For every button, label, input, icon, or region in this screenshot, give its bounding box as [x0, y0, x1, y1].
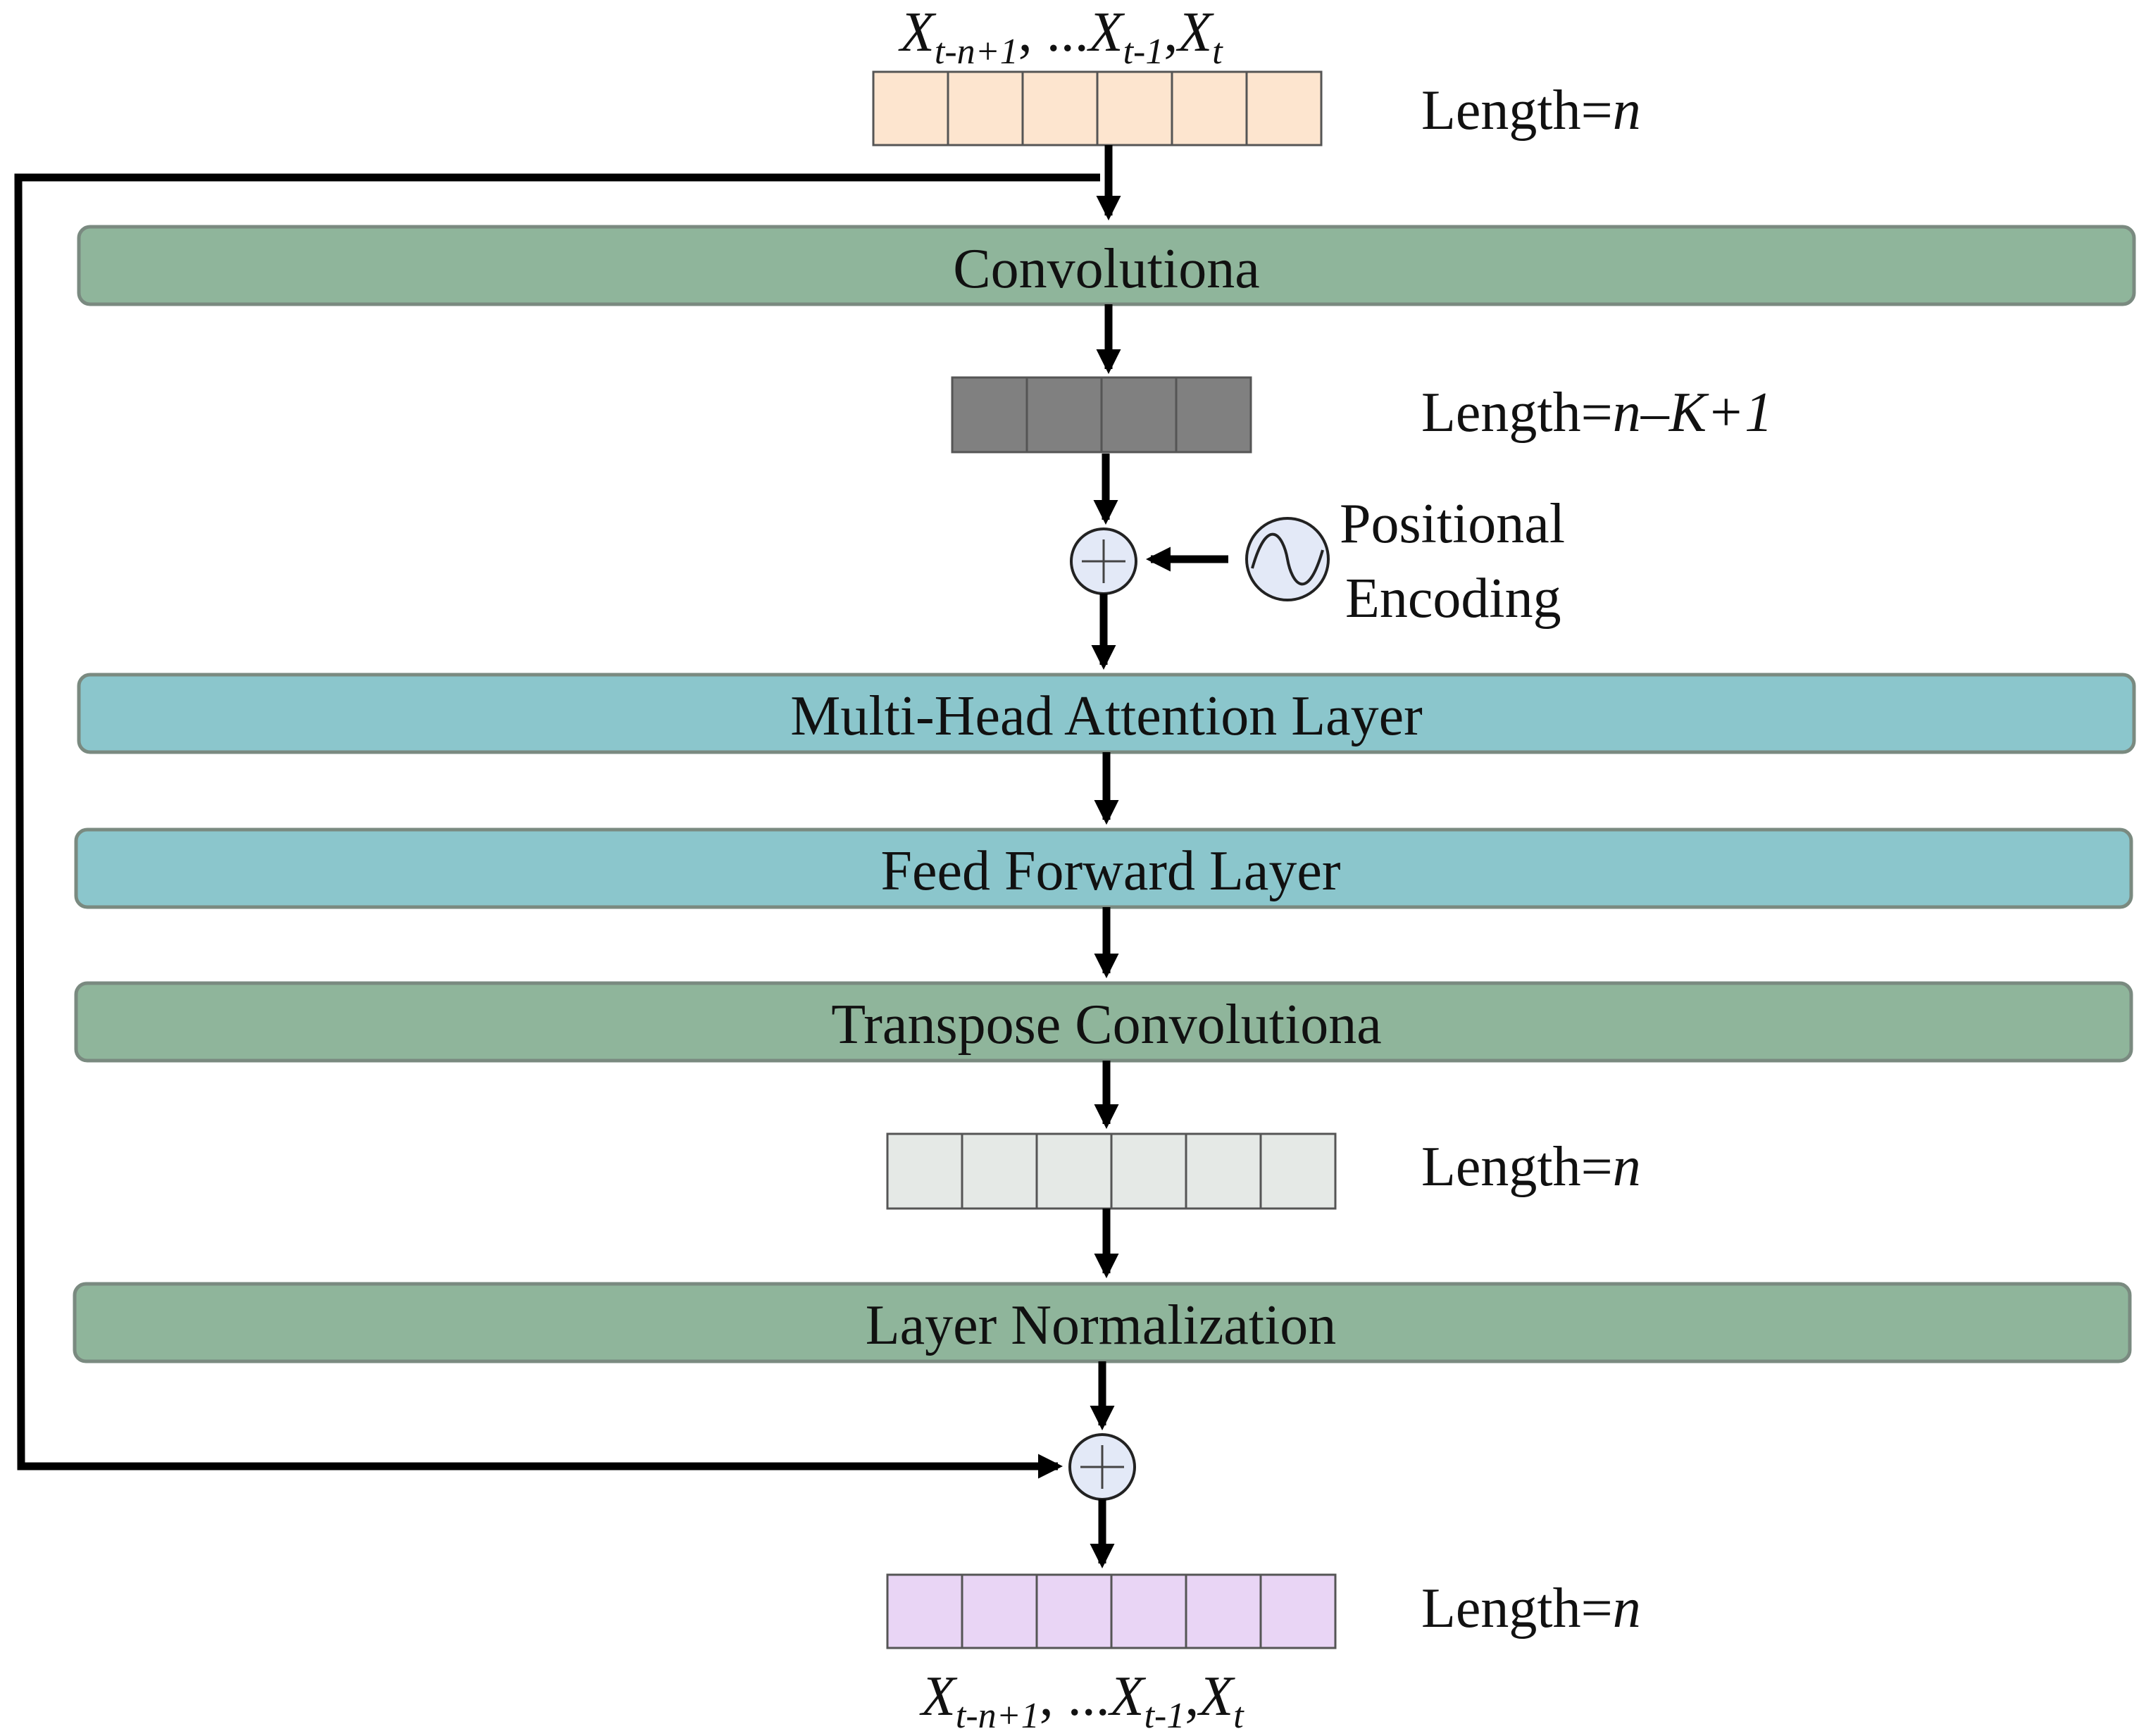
positional-encoding-label: Positional	[1340, 493, 1565, 555]
sequence-cell	[961, 1573, 1038, 1649]
feed-forward-layer-label: Feed Forward Layer	[880, 840, 1340, 902]
input-length-label: Length=n	[1421, 80, 1641, 142]
flow-connectors	[14, 145, 1228, 1569]
transpose-output-length-label: Length=n	[1421, 1136, 1641, 1198]
sequence-cell	[1100, 376, 1178, 454]
sequence-cell	[1171, 70, 1248, 146]
sequence-cell	[886, 1573, 963, 1649]
sequence-cell	[1021, 70, 1099, 146]
output-sequence-label: Xt-n+1, ...Xt-1,Xt	[919, 1666, 1244, 1736]
output-sequence-cells	[886, 1573, 1337, 1649]
sequence-cell	[1185, 1132, 1262, 1210]
sequence-cell	[951, 376, 1028, 454]
sequence-cell	[947, 70, 1024, 146]
sequence-cell	[1185, 1573, 1262, 1649]
transpose-convolution-layer-label: Transpose Convolutiona	[831, 994, 1382, 1056]
sequence-cell	[1259, 1573, 1337, 1649]
convolution-layer-label: Convolutiona	[953, 238, 1260, 300]
sequence-cell	[1110, 1573, 1187, 1649]
attention-layer-label: Multi-Head Attention Layer	[790, 685, 1423, 747]
sequence-cell	[1245, 70, 1323, 146]
sequence-cell	[1035, 1132, 1113, 1210]
layer-normalization-label: Layer Normalization	[866, 1294, 1337, 1356]
input-sequence-label: Xt-n+1, ...Xt-1,Xt	[898, 1, 1223, 72]
input-sequence-cells	[872, 70, 1323, 146]
conv-output-length-label: Length=n–K+1	[1421, 382, 1773, 444]
transpose-output-cells	[886, 1132, 1337, 1210]
sequence-cell	[1025, 376, 1103, 454]
sequence-cell	[1175, 376, 1252, 454]
sequence-cell	[1096, 70, 1173, 146]
sequence-cell	[961, 1132, 1038, 1210]
output-length-label: Length=n	[1421, 1578, 1641, 1640]
sequence-cell	[1259, 1132, 1337, 1210]
sequence-cell	[1110, 1132, 1187, 1210]
sequence-cell	[886, 1132, 963, 1210]
conv-output-cells	[951, 376, 1252, 454]
sequence-cell	[872, 70, 949, 146]
sequence-cell	[1035, 1573, 1113, 1649]
svg-text:Encoding: Encoding	[1345, 568, 1561, 630]
